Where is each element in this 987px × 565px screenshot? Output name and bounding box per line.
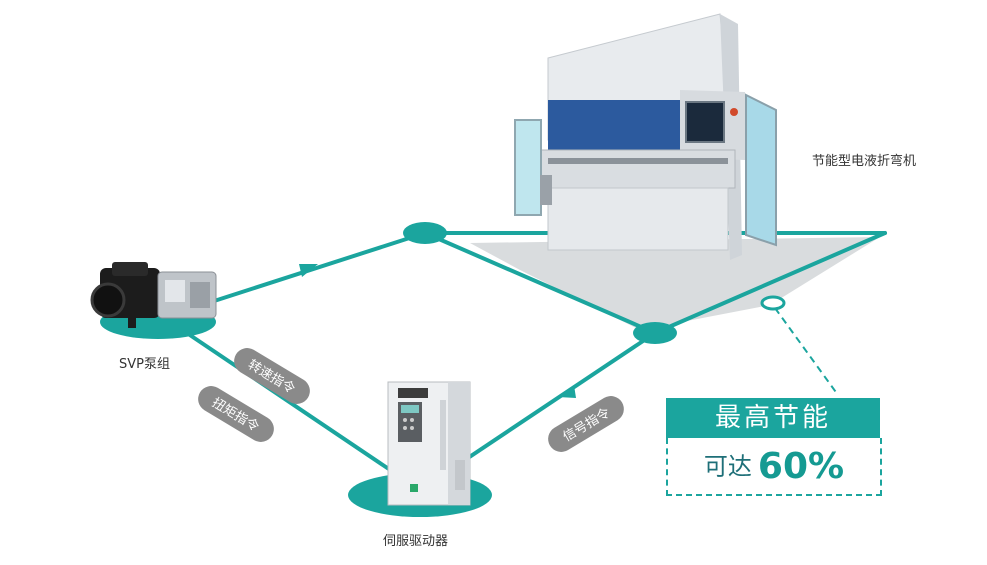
press-brake-illustration [514, 13, 777, 260]
machine-floor-shadow [470, 237, 880, 330]
energy-prefix: 可达 [703, 452, 752, 481]
corner-to-node-line [653, 231, 887, 335]
hub-node-top [403, 222, 447, 244]
leader-dashed-line [774, 307, 839, 396]
drive-to-pump-line [173, 323, 422, 492]
leader-ring [760, 295, 786, 311]
arrow-icon [558, 385, 576, 398]
press-brake-label: 节能型电液折弯机 [812, 154, 917, 169]
energy-headline: 最高节能 [666, 398, 880, 438]
torque-command-pill: 扭矩指令 [198, 386, 274, 442]
drive-label: 伺服驱动器 [383, 534, 449, 549]
energy-value: 60% [757, 445, 845, 487]
arrow-icon [299, 264, 318, 277]
svp-pump-illustration [90, 262, 217, 328]
hub-to-node-line [423, 231, 657, 335]
servo-drive-illustration [387, 381, 471, 506]
pump-label: SVP泵组 [119, 357, 170, 372]
hub-node-right [633, 322, 677, 344]
speed-command-pill: 转速指令 [234, 348, 310, 404]
